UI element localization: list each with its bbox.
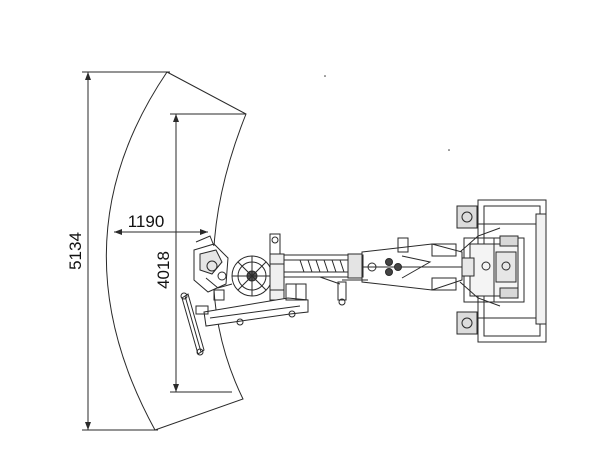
dimension-inner	[170, 113, 246, 393]
machine-top-view	[180, 199, 547, 356]
stray-dot	[324, 75, 326, 77]
boom-arm	[361, 237, 475, 291]
telescopic-boom	[282, 253, 368, 306]
support-arm	[203, 283, 309, 327]
head-mechanism	[193, 235, 233, 301]
stray-dot	[448, 149, 450, 151]
dimension-offset-label: 1190	[128, 212, 165, 231]
dimension-total	[82, 71, 170, 431]
dimension-offset	[114, 229, 208, 235]
carrier-chassis	[456, 199, 547, 343]
side-attachment	[180, 292, 209, 356]
dimension-total-label: 5134	[66, 232, 85, 270]
dimension-inner-label: 4018	[154, 251, 173, 289]
rotary-head	[231, 233, 285, 301]
